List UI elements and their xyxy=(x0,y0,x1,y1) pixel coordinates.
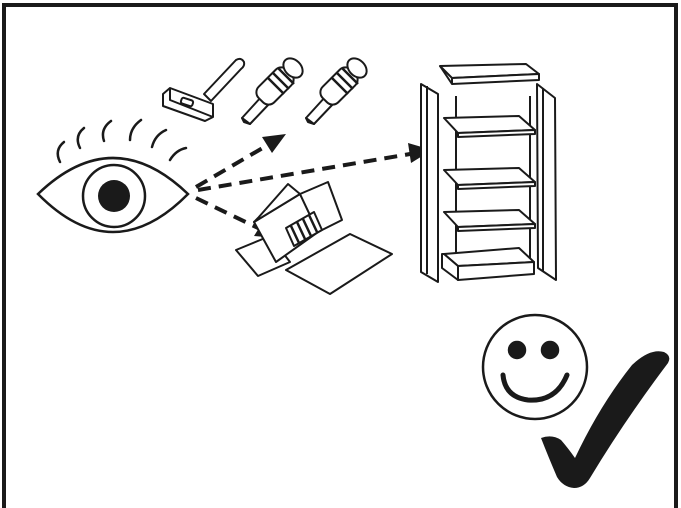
open-box-icon xyxy=(235,181,393,295)
hammer-icon xyxy=(162,57,246,122)
arrow-to-tools xyxy=(194,144,268,189)
screwdriver-icon xyxy=(305,57,368,125)
shelving-unit-icon xyxy=(420,63,557,283)
screwdriver-icon xyxy=(241,57,304,125)
arrow-to-box xyxy=(195,196,259,230)
look-arrows xyxy=(194,144,411,230)
arrow-to-shelf xyxy=(197,152,411,192)
panel-frame xyxy=(2,3,678,508)
eye-icon xyxy=(36,118,190,234)
smiley-face-icon xyxy=(481,313,589,421)
checkmark-icon xyxy=(541,351,670,488)
